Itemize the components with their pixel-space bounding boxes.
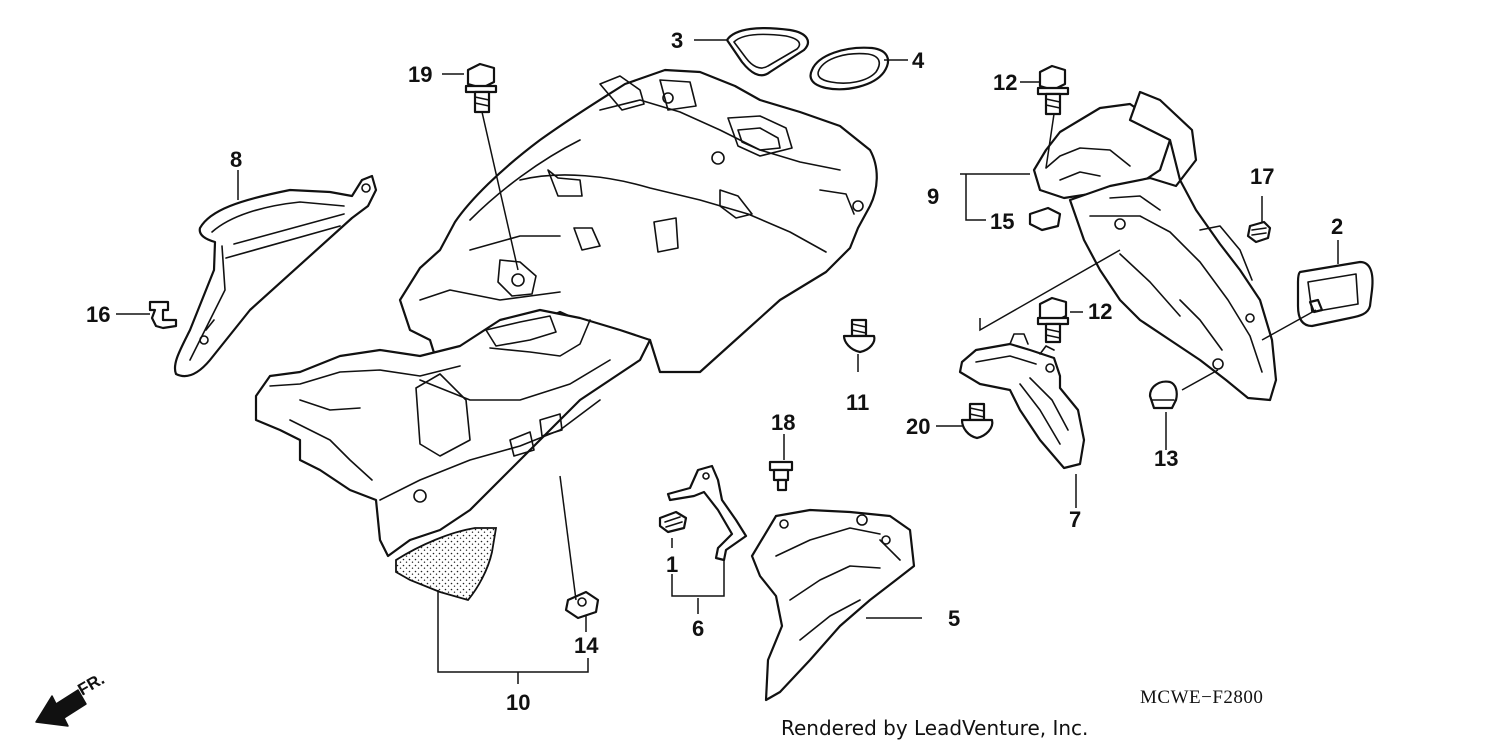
front-arrow-icon [35,689,87,727]
callout-6: 6 [692,616,704,641]
callout-4: 4 [912,48,925,73]
callout-15: 15 [990,209,1014,234]
bracket-part-7 [958,333,1086,470]
clip-part-1 [658,510,688,534]
callout-14: 14 [574,633,599,658]
callout-10: 10 [506,690,530,715]
leader-lines [116,39,1339,684]
callout-20: 20 [906,414,930,439]
bolt-part-19 [464,62,498,114]
callout-16: 16 [86,302,110,327]
callout-12-middle: 12 [1088,299,1112,324]
clamp-part-6 [666,464,748,562]
clip-part-17 [1246,220,1272,244]
lower-cover-part-5 [750,508,916,702]
callout-3: 3 [671,28,683,53]
gasket-part-4 [809,46,890,91]
callout-8: 8 [230,147,242,172]
callout-labels: 1 2 3 4 5 6 7 8 9 10 11 12 12 13 14 15 1… [86,28,1343,715]
bolt-part-12-middle [1036,296,1070,344]
bolt-part-20 [960,402,994,440]
drawing-code: MCWE−F2800 [1140,687,1264,708]
nut-part-14 [564,590,600,620]
clip-part-16 [148,300,178,330]
inner-fender-part-10 [254,68,878,602]
callout-13: 13 [1154,446,1178,471]
callout-2: 2 [1331,214,1343,239]
callout-1: 1 [666,552,678,577]
callout-5: 5 [948,606,960,631]
grommet-part-13 [1148,380,1178,410]
bolt-part-11 [842,318,876,354]
callout-17: 17 [1250,164,1274,189]
nut-part-15 [1028,206,1062,232]
callout-11: 11 [846,390,869,415]
callout-7: 7 [1069,507,1081,532]
bolt-part-18 [768,460,794,492]
gasket-part-3 [725,27,809,77]
callout-19: 19 [408,62,432,87]
callout-18: 18 [771,410,795,435]
callout-9: 9 [927,184,939,209]
front-direction-indicator: FR. [35,669,108,727]
rear-fender-right [1068,90,1278,402]
side-cover-part-8 [173,174,378,378]
callout-12-top: 12 [993,70,1017,95]
render-credit: Rendered by LeadVenture, Inc. [781,716,1089,740]
reflector-part-2 [1296,260,1374,328]
bolt-part-12-top [1036,64,1070,116]
